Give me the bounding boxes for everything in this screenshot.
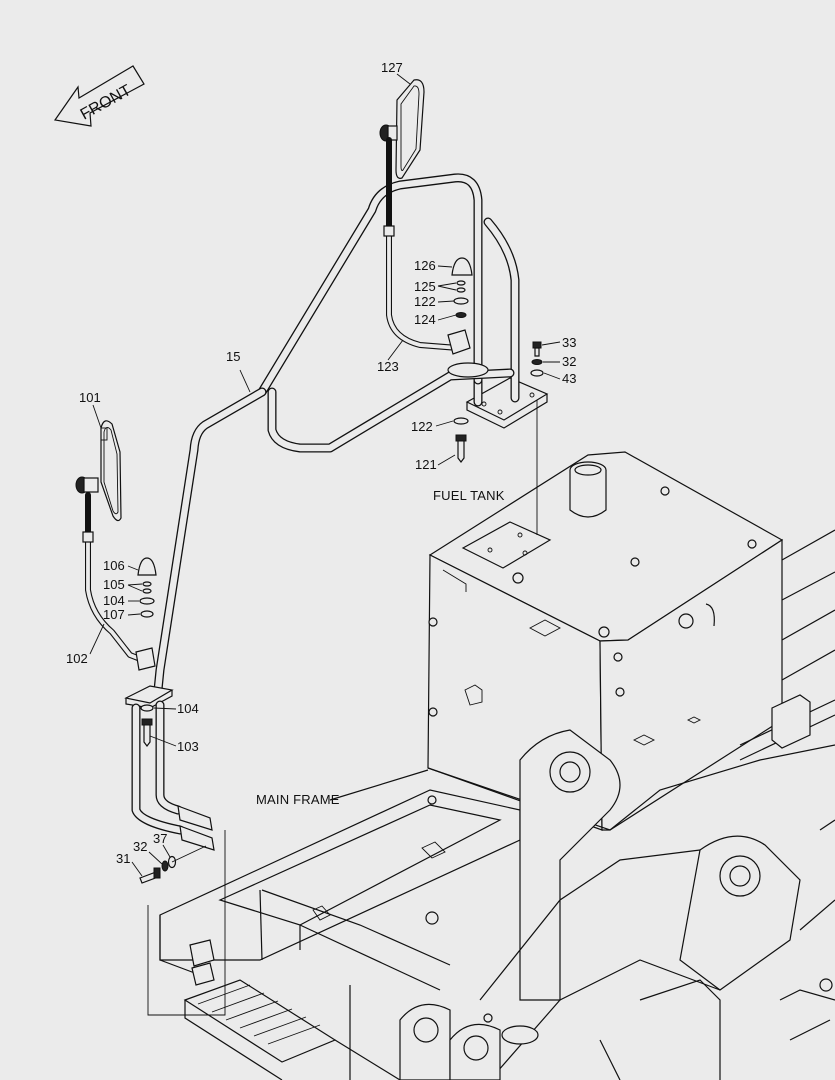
part-callouts: 127 126 125 122 124 123 33 32 43 122 121…	[66, 60, 576, 866]
assembly-labels: FUEL TANK MAIN FRAME	[256, 488, 505, 807]
callout-124: 124	[414, 312, 436, 327]
callout-122-lower: 122	[411, 419, 433, 434]
callout-102: 102	[66, 651, 88, 666]
callout-105: 105	[103, 577, 125, 592]
callout-37: 37	[153, 831, 167, 846]
callout-122-upper: 122	[414, 294, 436, 309]
callout-103: 103	[177, 739, 199, 754]
callout-127: 127	[381, 60, 403, 75]
right-mirror-assembly	[257, 79, 549, 535]
fuel-tank-label: FUEL TANK	[433, 488, 505, 503]
callout-123: 123	[377, 359, 399, 374]
callout-leaders	[89, 73, 561, 877]
left-mirror-assembly	[75, 387, 267, 884]
callout-121: 121	[415, 457, 437, 472]
callout-104-lower: 104	[177, 701, 199, 716]
callout-125: 125	[414, 279, 436, 294]
callout-106: 106	[103, 558, 125, 573]
front-direction-arrow: FRONT	[53, 65, 145, 127]
callout-43: 43	[562, 371, 576, 386]
callout-31: 31	[116, 851, 130, 866]
callout-101: 101	[79, 390, 101, 405]
main-frame-label: MAIN FRAME	[256, 792, 340, 807]
front-arrow-label: FRONT	[78, 82, 135, 124]
callout-104-upper: 104	[103, 593, 125, 608]
callout-32-lower: 32	[133, 839, 147, 854]
callout-33: 33	[562, 335, 576, 350]
callout-15: 15	[226, 349, 240, 364]
callout-107: 107	[103, 607, 125, 622]
callout-32-upper: 32	[562, 354, 576, 369]
main-frame	[147, 529, 835, 1080]
callout-126: 126	[414, 258, 436, 273]
